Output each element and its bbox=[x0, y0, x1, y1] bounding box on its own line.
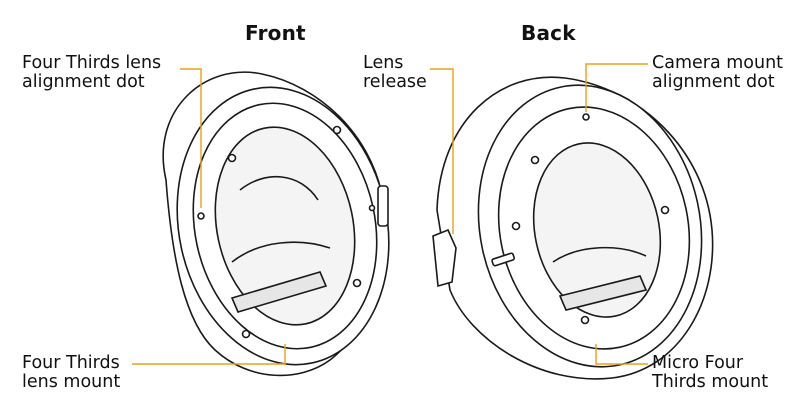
back-contacts bbox=[558, 275, 648, 311]
back-screw-3 bbox=[580, 315, 590, 325]
front-adapter bbox=[162, 71, 390, 377]
label-lens-release: Lens release bbox=[363, 54, 427, 92]
front-alignment-dot bbox=[197, 212, 205, 220]
front-screw-2 bbox=[332, 125, 342, 135]
label-line: Four Thirds bbox=[22, 353, 120, 373]
leader-camera-mount-alignment bbox=[585, 63, 648, 112]
front-side-button bbox=[377, 185, 389, 227]
label-micro-four-thirds-mount: Micro Four Thirds mount bbox=[652, 354, 768, 392]
label-line: Camera mount bbox=[652, 53, 784, 73]
leader-four-thirds-mount bbox=[132, 344, 286, 365]
back-opening bbox=[532, 142, 662, 318]
label-four-thirds-lens-mount: Four Thirds lens mount bbox=[22, 354, 120, 392]
front-screw-4 bbox=[241, 329, 251, 339]
front-screw-1 bbox=[227, 153, 237, 163]
label-line: alignment dot bbox=[22, 72, 145, 92]
back-screw-1 bbox=[530, 155, 540, 165]
label-line: Lens bbox=[363, 53, 404, 73]
label-line: release bbox=[363, 72, 427, 92]
front-small-dot bbox=[368, 204, 376, 212]
label-camera-mount-alignment-dot: Camera mount alignment dot bbox=[652, 54, 783, 92]
label-line: lens mount bbox=[22, 372, 121, 392]
back-lens-release bbox=[432, 228, 457, 288]
leader-micro-four-thirds-mount bbox=[595, 344, 648, 365]
back-alignment-dot bbox=[582, 113, 590, 121]
label-four-thirds-alignment-dot: Four Thirds lens alignment dot bbox=[22, 54, 161, 92]
leader-lens-release bbox=[430, 68, 454, 234]
back-screw-2 bbox=[660, 205, 670, 215]
leader-four-thirds-alignment bbox=[180, 68, 202, 208]
back-pin bbox=[491, 252, 515, 267]
label-line: Four Thirds lens bbox=[22, 53, 162, 73]
heading-front: Front bbox=[245, 21, 306, 45]
front-contacts bbox=[230, 271, 328, 313]
label-line: Thirds mount bbox=[652, 372, 769, 392]
label-line: Micro Four bbox=[652, 353, 744, 373]
leader-lines bbox=[132, 63, 648, 365]
label-line: alignment dot bbox=[652, 72, 775, 92]
heading-back: Back bbox=[521, 21, 576, 45]
back-adapter bbox=[432, 76, 714, 380]
back-screw-4 bbox=[511, 221, 521, 231]
front-screw-3 bbox=[352, 278, 362, 288]
